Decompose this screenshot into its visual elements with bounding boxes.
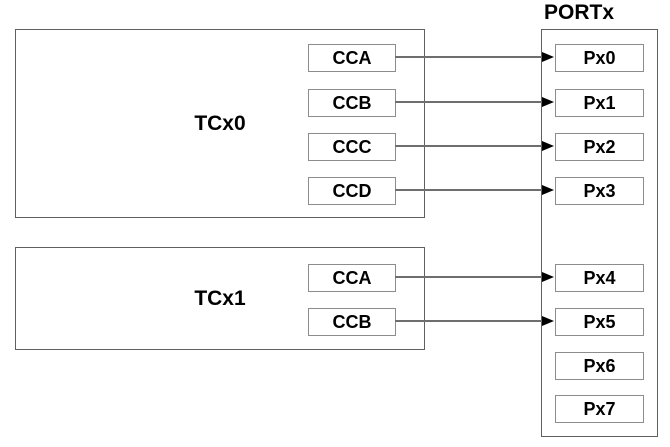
- connector-tcx0-ccb-px1: [395, 97, 554, 107]
- connector-line: [395, 189, 543, 191]
- channel-box-tcx0-ccd: CCD: [308, 177, 396, 205]
- channel-box-tcx0-ccb: CCB: [308, 89, 396, 117]
- pin-box-px3: Px3: [555, 177, 644, 205]
- pin-box-px4: Px4: [555, 264, 644, 292]
- arrowhead-icon: [542, 141, 554, 151]
- timer-label-tcx0: TCx0: [194, 111, 246, 135]
- pin-box-px0: Px0: [555, 44, 644, 72]
- port-title: PORTx: [544, 1, 615, 24]
- connector-tcx0-cca-px0: [395, 52, 554, 62]
- arrowhead-icon: [542, 97, 554, 107]
- pin-box-px1: Px1: [555, 89, 644, 117]
- timer-label-tcx1: TCx1: [194, 286, 246, 310]
- connector-line: [395, 320, 543, 322]
- pin-box-px5: Px5: [555, 308, 644, 336]
- connector-line: [395, 56, 543, 58]
- connector-tcx0-ccc-px2: [395, 141, 554, 151]
- connector-line: [395, 145, 543, 147]
- channel-box-tcx0-ccc: CCC: [308, 133, 396, 161]
- connector-tcx0-ccd-px3: [395, 185, 554, 195]
- channel-box-tcx0-cca: CCA: [308, 44, 396, 72]
- connector-tcx1-cca-px4: [395, 272, 554, 282]
- pin-box-px6: Px6: [555, 352, 644, 380]
- connector-line: [395, 101, 543, 103]
- connector-tcx1-ccb-px5: [395, 316, 554, 326]
- pin-box-px7: Px7: [555, 395, 644, 423]
- arrowhead-icon: [542, 52, 554, 62]
- arrowhead-icon: [542, 316, 554, 326]
- channel-box-tcx1-cca: CCA: [308, 264, 396, 292]
- connector-line: [395, 276, 543, 278]
- timer-box-tcx0: TCx0 CCA CCB CCC CCD: [15, 29, 425, 218]
- port-box: Px0 Px1 Px2 Px3 Px4 Px5 Px6 Px7: [541, 29, 658, 437]
- pin-box-px2: Px2: [555, 133, 644, 161]
- arrowhead-icon: [542, 185, 554, 195]
- arrowhead-icon: [542, 272, 554, 282]
- channel-box-tcx1-ccb: CCB: [308, 308, 396, 336]
- timer-box-tcx1: TCx1 CCA CCB: [15, 247, 425, 350]
